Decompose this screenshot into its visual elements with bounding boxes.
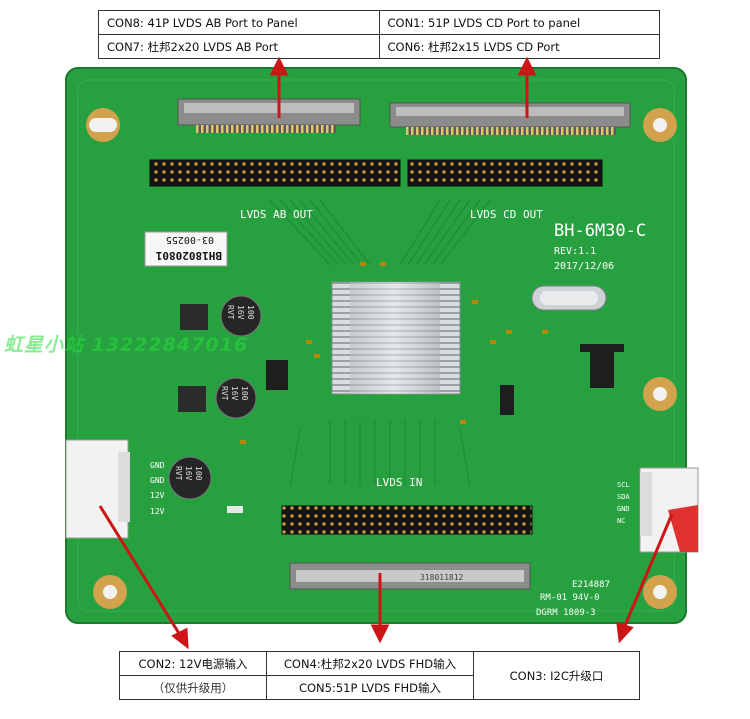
mounting-holes: [86, 108, 677, 609]
label-con1: CON1: 51P LVDS CD Port to panel: [378, 10, 660, 35]
label-con5: CON5:51P LVDS FHD输入: [266, 675, 474, 700]
ic-u2: [500, 385, 514, 415]
svg-text:RVT: RVT: [220, 386, 229, 401]
silk-con2-12v2: 12V: [150, 507, 165, 516]
label-con3: CON3: I2C升级口: [473, 651, 640, 700]
capacitor-ec2: 100 16V RVT: [215, 377, 257, 419]
inductor-l2: [180, 304, 208, 330]
silk-con3-sda: SDA: [617, 493, 630, 501]
con7-header: [149, 159, 401, 187]
ic-regulator: [266, 360, 288, 390]
label-con2-line1: CON2: 12V电源输入: [138, 656, 248, 671]
svg-text:03-00255: 03-00255: [166, 234, 214, 245]
ic-u3: [590, 352, 614, 388]
bottom-label-table: CON2: 12V电源输入 CON4:杜邦2x20 LVDS FHD输入 CON…: [119, 651, 640, 700]
svg-text:318011812: 318011812: [420, 573, 464, 582]
label-con8: CON8: 41P LVDS AB Port to Panel: [98, 10, 380, 35]
silk-con2-12v1: 12V: [150, 491, 165, 500]
silk-model: BH-6M30-C: [554, 221, 646, 241]
pcb-traces: [269, 199, 491, 486]
silk-lvds-cd-out: LVDS CD OUT: [470, 208, 543, 221]
silk-con2-gnd2: GND: [150, 476, 165, 485]
inductor-l3: [178, 386, 206, 412]
svg-text:100: 100: [240, 386, 249, 401]
con4-header: [281, 505, 533, 535]
silk-rm: RM-01 94V-0: [540, 593, 600, 603]
capacitor-ec3: 100 16V RVT: [168, 456, 212, 500]
con5-connector: 318011812: [289, 562, 531, 590]
con3-connector: [639, 467, 699, 553]
svg-text:100: 100: [246, 305, 255, 320]
top-label-table: CON8: 41P LVDS AB Port to Panel CON1: 51…: [98, 10, 660, 59]
con6-header: [407, 159, 603, 187]
silk-dgrm: DGRM 1809-3: [536, 608, 596, 618]
silk-ul: E214887: [572, 580, 610, 590]
svg-text:BH18020801: BH18020801: [155, 249, 222, 262]
label-con7: CON7: 杜邦2x20 LVDS AB Port: [98, 34, 380, 59]
silk-lvds-in: LVDS IN: [376, 476, 422, 489]
svg-text:16V: 16V: [184, 466, 193, 481]
silk-date: 2017/12/06: [554, 261, 614, 272]
label-con2-line2: （仅供升级用）: [119, 675, 267, 700]
heatsink: [331, 281, 461, 395]
watermark-text: 虹星小站 13222847016: [4, 334, 249, 356]
silk-con3-gnd: GND: [617, 505, 630, 513]
label-con2: CON2: 12V电源输入: [119, 651, 267, 676]
label-con4: CON4:杜邦2x20 LVDS FHD输入: [266, 651, 474, 676]
silk-con2-gnd1: GND: [150, 461, 165, 470]
arrow-con2: [98, 505, 182, 636]
resistor-r25: [227, 506, 243, 513]
svg-text:100: 100: [194, 466, 203, 481]
svg-text:RVT: RVT: [174, 466, 183, 481]
annotation-arrows: [98, 56, 674, 650]
silk-con3-nc: NC: [617, 517, 625, 525]
silk-con3-scl: SCL: [617, 481, 630, 489]
smd-components: [240, 262, 548, 444]
silk-lvds-ab-out: LVDS AB OUT: [240, 208, 313, 221]
con2-connector: [65, 439, 130, 539]
label-con6: CON6: 杜邦2x15 LVDS CD Port: [378, 34, 660, 59]
silk-rev: REV:1.1: [554, 246, 596, 257]
svg-text:16V: 16V: [236, 305, 245, 320]
serial-sticker: BH18020801 03-00255: [144, 231, 228, 267]
con8-connector: [177, 98, 361, 133]
arrow-con3: [622, 513, 674, 629]
capacitor-ec1: 100 16V RVT: [220, 295, 262, 337]
svg-text:16V: 16V: [230, 386, 239, 401]
svg-text:RVT: RVT: [226, 305, 235, 320]
con1-connector: [389, 102, 631, 135]
